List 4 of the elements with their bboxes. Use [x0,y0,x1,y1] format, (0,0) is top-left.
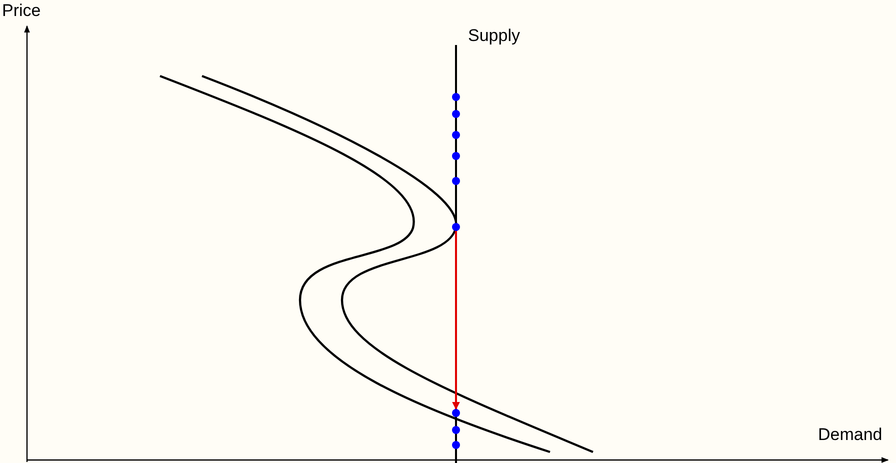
axis-label: Price [2,2,41,19]
axis-label: Demand [818,426,882,443]
arrow [452,231,460,410]
axis-label: Supply [468,27,520,44]
